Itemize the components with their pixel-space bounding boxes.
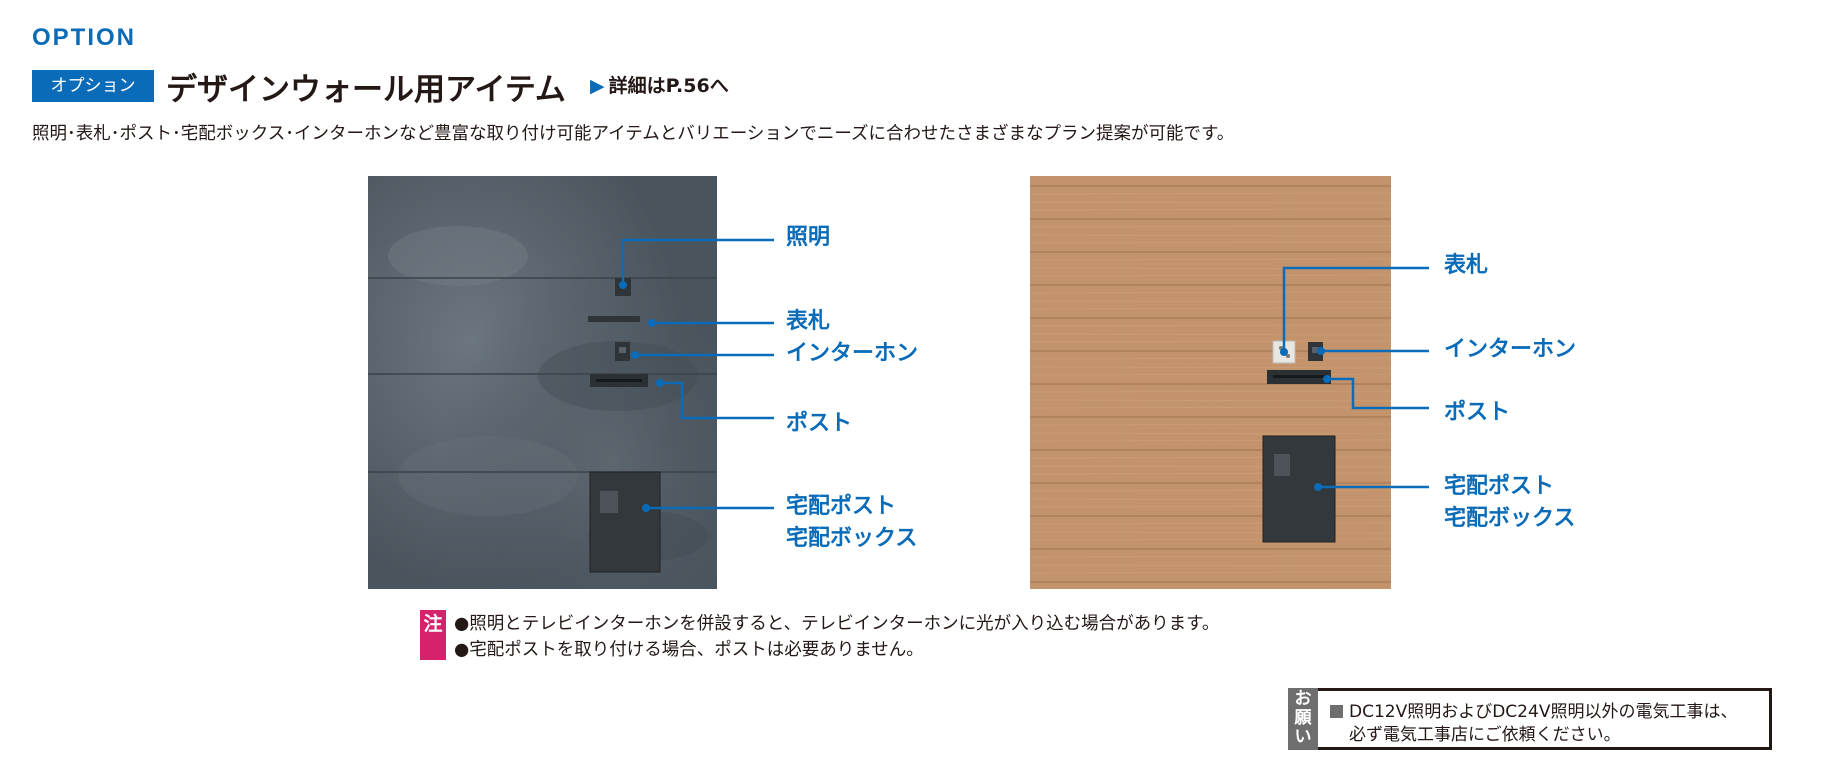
square-bullet-icon xyxy=(1330,705,1343,718)
delivery-box xyxy=(589,471,661,573)
callout-nameplate: 表札 xyxy=(786,309,831,334)
callout-delivery-post: 宅配ポスト xyxy=(786,494,897,519)
callout-delivery-box-right: 宅配ボックス xyxy=(1444,506,1576,531)
request-badge-char: 願 xyxy=(1294,708,1312,728)
note-item: ●照明とテレビインターホンを併設すると、テレビインターホンに光が入り込む場合があ… xyxy=(454,614,1220,634)
page-title: デザインウォール用アイテム xyxy=(166,72,566,108)
triangle-right-icon: ▶ xyxy=(590,75,605,97)
callout-intercom: インターホン xyxy=(786,341,919,366)
wood-wall-illustration xyxy=(1030,176,1391,589)
request-badge-char: お xyxy=(1294,689,1312,709)
note-item: ●宅配ポストを取り付ける場合、ポストは必要ありません。 xyxy=(454,640,924,660)
wood-wall-image xyxy=(1030,176,1391,589)
detail-link-label: 詳細はP.56へ xyxy=(608,75,729,97)
section-label: OPTION xyxy=(32,24,137,51)
request-line: 必ず電気工事店にご依頼ください。 xyxy=(1349,725,1621,745)
delivery-box xyxy=(1262,435,1336,543)
note-badge: 注 xyxy=(420,610,446,660)
callout-intercom-right: インターホン xyxy=(1444,337,1577,362)
request-badge-char: い xyxy=(1294,727,1312,747)
callout-light: 照明 xyxy=(786,225,831,250)
request-box xyxy=(1288,688,1772,750)
callout-delivery-post-right: 宅配ポスト xyxy=(1444,474,1555,499)
nameplate xyxy=(588,316,640,322)
callout-delivery-box: 宅配ボックス xyxy=(786,526,918,551)
request-line-text: DC12V照明およびDC24V照明以外の電気工事は、 xyxy=(1349,702,1738,722)
callout-post-right: ポスト xyxy=(1444,400,1511,425)
request-line: DC12V照明およびDC24V照明以外の電気工事は、 xyxy=(1330,697,1737,722)
description-text: 照明･表札･ポスト･宅配ボックス･インターホンなど豊富な取り付け可能アイテムとバ… xyxy=(32,124,1235,144)
detail-link[interactable]: ▶詳細はP.56へ xyxy=(590,71,729,98)
callout-post: ポスト xyxy=(786,411,853,436)
request-badge: お 願 い xyxy=(1288,688,1318,750)
option-tag: オプション xyxy=(32,70,154,102)
callout-nameplate-right: 表札 xyxy=(1444,253,1489,278)
